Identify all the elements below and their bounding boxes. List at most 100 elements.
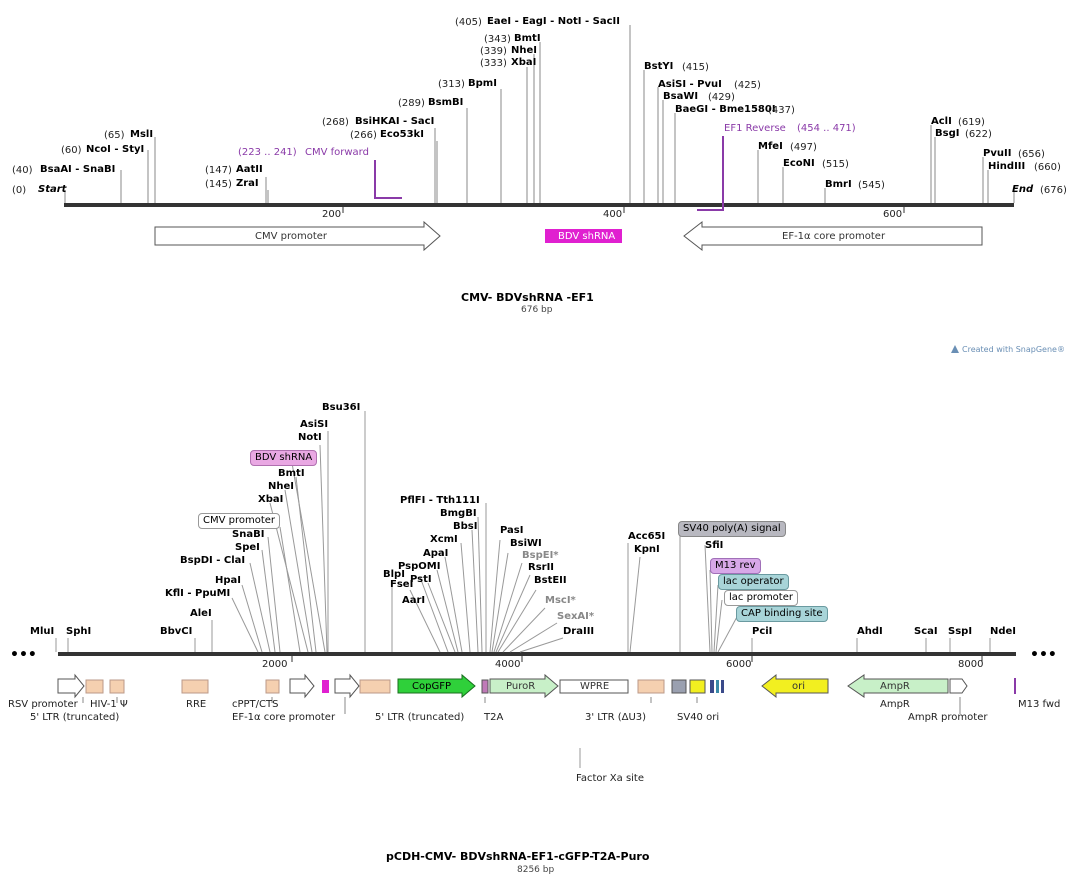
map2-site: NotI <box>298 432 322 443</box>
map1-primer-cmv-forward <box>374 160 402 199</box>
map2-size: 8256 bp <box>517 865 555 875</box>
map2-ori-label: ori <box>792 681 806 692</box>
map1-site-name: BsaWI <box>663 91 699 102</box>
map1-site-num: (268) <box>322 117 349 128</box>
map2-tick-label: 4000 <box>495 659 521 670</box>
map2-sv40polya-box <box>671 679 687 694</box>
map2-factorxa-label: Factor Xa site <box>576 773 645 784</box>
map1-site-name: XbaI <box>511 57 537 68</box>
map2-cmv-arrow <box>334 673 360 699</box>
map1-site-num: (65) <box>104 130 125 141</box>
map2-site-lines <box>55 411 991 768</box>
map2-graphics <box>55 411 1016 768</box>
map1-ef1-label: EF-1α core promoter <box>782 231 886 242</box>
map1-site-name: BmtI <box>514 33 541 44</box>
map1-site-name: EaeI - EagI - NotI - SacII <box>487 16 620 27</box>
map2-site: SpeI <box>235 542 260 553</box>
map2-site: AarI <box>402 595 426 606</box>
map2-ellipsis-left: ••• <box>10 647 37 663</box>
map1-site-name: NcoI - StyI <box>86 144 145 155</box>
map2-callout-cmv-promoter: CMV promoter <box>198 513 281 529</box>
map2-shrna-box <box>322 680 329 693</box>
map2-copgfp-label: CopGFP <box>412 681 451 692</box>
map2-tick-label: 2000 <box>262 659 288 670</box>
map1-title: CMV- BDVshRNA -EF1 <box>461 291 594 304</box>
map2-callout-bdv-shrna: BDV shRNA <box>250 450 318 466</box>
map2-ori-arrow <box>761 673 829 699</box>
map1-primer-ef1-reverse <box>697 136 724 211</box>
map2-callout-lac-promoter: lac promoter <box>724 590 798 606</box>
map2-rsv-label: RSV promoter <box>8 699 78 710</box>
map1-start-label: Start <box>38 184 67 195</box>
map2-5ltr-label: 5' LTR (truncated) <box>30 712 120 723</box>
map1-site-num: (425) <box>734 80 761 91</box>
map1-site-num: (656) <box>1018 149 1045 160</box>
map2-site: BbvCI <box>160 626 193 637</box>
map1-site-name: AatII <box>236 164 263 175</box>
map1-site-lines <box>64 25 1015 203</box>
map2-sv40ori-box <box>689 679 706 694</box>
map1-start-num: (0) <box>12 185 27 196</box>
map1-site-num: (266) <box>350 130 377 141</box>
map1-tick-label: 400 <box>603 209 623 220</box>
map2-3ltr-box <box>637 679 665 694</box>
map2-sv40ori-label: SV40 ori <box>677 712 720 723</box>
map1-site-name: BstYI <box>644 61 674 72</box>
map1-size: 676 bp <box>521 305 553 315</box>
map2-callout-cap-site: CAP binding site <box>736 606 828 622</box>
snapgene-logo-icon <box>951 345 959 353</box>
map2-site: BspDI - ClaI <box>180 555 246 566</box>
map2-m13fwd-mark <box>1014 678 1016 694</box>
map1-primer-cmv-name: CMV forward <box>305 147 369 158</box>
map1-site-num: (147) <box>205 165 232 176</box>
map2-ampr-promoter-arrow <box>949 678 968 694</box>
map2-wpre-box <box>559 679 629 694</box>
map1-site-name: ZraI <box>236 178 259 189</box>
map2-site: ScaI <box>914 626 938 637</box>
map2-t2a-label: T2A <box>484 712 504 723</box>
map1-site-num: (339) <box>480 46 507 57</box>
map1-site-name: NheI <box>511 45 537 56</box>
map2-site: BmgBI <box>440 508 477 519</box>
map2-site: DraIII <box>563 626 595 637</box>
map2-tick-label: 6000 <box>726 659 752 670</box>
map1-site-num: (40) <box>12 165 33 176</box>
map2-rre-label: RRE <box>186 699 207 710</box>
map1-primer-cmv-num: (223 .. 241) <box>238 147 297 158</box>
map2-5ltr2-box <box>359 679 391 694</box>
map2-site: MluI <box>30 626 55 637</box>
map2-lac-box-c <box>721 680 724 693</box>
map1-site-num: (343) <box>484 34 511 45</box>
map1-site-num: (415) <box>682 62 709 73</box>
map2-copgfp-arrow <box>397 673 476 699</box>
map2-site: MscI* <box>545 595 576 606</box>
map1-site-num: (289) <box>398 98 425 109</box>
map1-site-num: (545) <box>858 180 885 191</box>
map1-end-label: End <box>1012 184 1034 195</box>
map2-site: SexAI* <box>557 611 595 622</box>
map1-site-name: AsiSI - PvuI <box>658 79 722 90</box>
map1-site-name: BsiHKAI - SacI <box>355 116 435 127</box>
map1-cmv-promoter-arrow <box>154 220 441 252</box>
map1-site-num: (622) <box>965 129 992 140</box>
map2-site: SfiI <box>705 540 724 551</box>
map1-primer-ef1-num: (454 .. 471) <box>797 123 856 134</box>
map1-site-name: BsgI <box>935 128 960 139</box>
map2-rsv-arrow <box>57 673 85 699</box>
map2-ampr-sub-label: AmpR <box>880 699 910 710</box>
map2-site: KpnI <box>634 544 660 555</box>
map1-backbone <box>64 203 1014 207</box>
map2-site: AleI <box>190 608 212 619</box>
map2-site: Bsu36I <box>322 402 361 413</box>
map1-site-num: (619) <box>958 117 985 128</box>
snapgene-credit: Created with SnapGene® <box>962 345 1065 354</box>
map2-feature-leaders <box>82 697 961 714</box>
map2-site: HpaI <box>215 575 241 586</box>
map1-site-num: (60) <box>61 145 82 156</box>
map2-ampr-arrow <box>847 674 949 698</box>
map1-site-name: HindIII <box>988 161 1026 172</box>
map2-rre-box <box>181 679 209 694</box>
map2-callout-m13-rev: M13 rev <box>710 558 761 574</box>
map1-shrna-label: BDV shRNA <box>558 231 616 242</box>
